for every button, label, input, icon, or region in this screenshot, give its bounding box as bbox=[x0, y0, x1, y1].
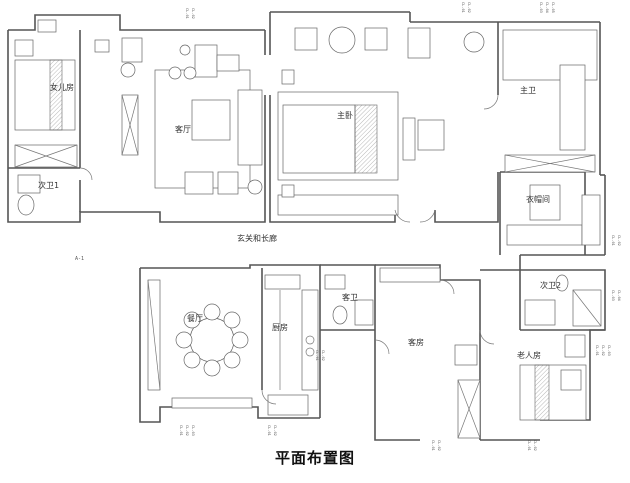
living-room-furniture bbox=[120, 37, 263, 195]
label-dining-room: 餐厅 bbox=[187, 314, 203, 323]
guest-bath-furniture bbox=[324, 274, 374, 326]
dim-code: CL-02 bbox=[533, 440, 537, 451]
label-master-bath: 主卫 bbox=[520, 85, 536, 95]
doors bbox=[79, 94, 499, 405]
label-entrance-corridor: 玄关和长廊 bbox=[237, 233, 277, 243]
dim-code: CL-02 bbox=[185, 425, 189, 436]
dim-code: CL-03 bbox=[539, 2, 543, 13]
label-daughter-room: 女儿房 bbox=[50, 82, 74, 92]
label-living-room: 客厅 bbox=[175, 124, 191, 134]
label-secondary-bath-1: 次卫1 bbox=[38, 180, 59, 190]
dim-code: CL-01 bbox=[267, 425, 271, 436]
dim-code: CL-02 bbox=[467, 2, 471, 13]
kitchen-furniture bbox=[264, 274, 319, 416]
dim-code: CL-03 bbox=[607, 345, 611, 356]
dim-code: CL-02 bbox=[273, 425, 277, 436]
dim-code: CL-03 bbox=[611, 290, 615, 301]
dim-code: CL-01 bbox=[431, 440, 435, 451]
label-master-bedroom: 主卧 bbox=[337, 110, 353, 120]
master-bath-furniture bbox=[502, 29, 601, 246]
dim-code: CL-01 bbox=[315, 350, 319, 361]
dim-code: CL-02 bbox=[437, 440, 441, 451]
daughter-room-furniture bbox=[14, 19, 110, 216]
label-cloakroom: 衣帽间 bbox=[526, 194, 550, 204]
dim-code: CL-02 bbox=[617, 235, 621, 246]
master-bedroom-furniture bbox=[277, 26, 485, 216]
label-secondary-bath-2: 次卫2 bbox=[540, 280, 561, 290]
label-guest-bath: 客卫 bbox=[342, 292, 358, 302]
elder-room-furniture bbox=[519, 274, 602, 421]
lower-block-walls bbox=[139, 264, 606, 441]
plan-caption: 平面布置图 bbox=[274, 449, 355, 467]
dim-code: CL-01 bbox=[527, 440, 531, 451]
guest-room-furniture bbox=[379, 267, 481, 439]
room-labels: 女儿房 客厅 主卧 主卫 衣帽间 次卫1 玄关和长廊 餐厅 厨房 客卫 客房 次… bbox=[38, 82, 561, 360]
dim-code: CL-02 bbox=[321, 350, 325, 361]
dim-code: CL-01 bbox=[185, 8, 189, 19]
dim-code: CL-01 bbox=[461, 2, 465, 13]
section-mark: A-1 bbox=[75, 256, 84, 262]
dim-code: CL-02 bbox=[601, 345, 605, 356]
label-kitchen: 厨房 bbox=[272, 322, 288, 332]
dim-code: CL-05 bbox=[551, 2, 555, 13]
dim-code: CL-03 bbox=[191, 425, 195, 436]
dim-code: CL-04 bbox=[617, 290, 621, 301]
dim-code: CL-04 bbox=[545, 2, 549, 13]
dim-code: CL-01 bbox=[179, 425, 183, 436]
dim-code: CL-01 bbox=[595, 345, 599, 356]
label-guest-room: 客房 bbox=[408, 337, 424, 347]
dim-code: CL-01 bbox=[611, 235, 615, 246]
dining-room-furniture bbox=[147, 279, 253, 409]
dim-code: CL-02 bbox=[191, 8, 195, 19]
dimension-codes: CL-01 CL-02 CL-01 CL-02 CL-03 CL-04 CL-0… bbox=[179, 2, 621, 451]
label-elder-room: 老人房 bbox=[517, 350, 541, 360]
